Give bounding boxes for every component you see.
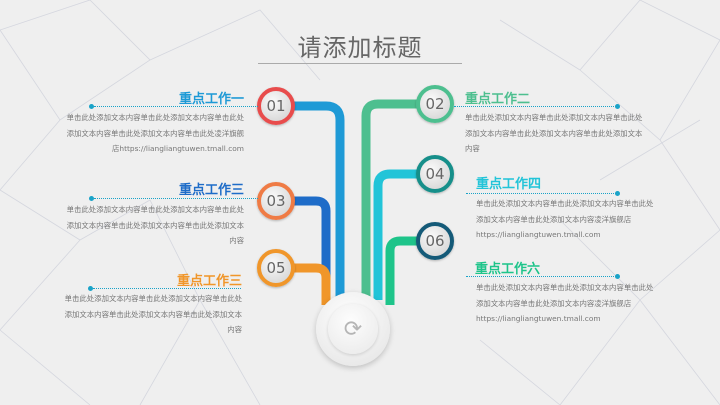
text-04-url: https://liangliangtuwen.tmall.com bbox=[476, 230, 601, 239]
dotted-line-06 bbox=[466, 276, 616, 277]
heading-02: 重点工作二 bbox=[465, 92, 531, 107]
center-hub: ⟳ bbox=[316, 292, 390, 366]
number-badge-02: 02 bbox=[416, 85, 454, 123]
pipe-04 bbox=[373, 169, 420, 300]
heading-06: 重点工作六 bbox=[475, 262, 541, 277]
heading-03: 重点工作三 bbox=[178, 183, 244, 198]
dot-01 bbox=[89, 104, 94, 109]
title-underline bbox=[258, 63, 462, 64]
text-04: 单击此处添加文本内容单击此处添加文本内容单击此处添加文本内容单击此处添加文本内容… bbox=[476, 196, 656, 243]
page-title: 请添加标题 bbox=[297, 34, 423, 62]
dotted-line-04 bbox=[466, 193, 616, 194]
text-05: 单击此处添加文本内容单击此处添加文本内容单击此处添加文本内容单击此处添加文本内容… bbox=[64, 294, 242, 334]
dotted-line-01 bbox=[94, 106, 258, 107]
dot-06 bbox=[615, 274, 620, 279]
number-badge-05: 05 bbox=[257, 249, 295, 287]
text-03: 单击此处添加文本内容单击此处添加文本内容单击此处添加文本内容单击此处添加文本内容… bbox=[66, 205, 244, 245]
heading-01: 重点工作一 bbox=[178, 92, 244, 107]
heading-04: 重点工作四 bbox=[476, 177, 542, 192]
dotted-line-05 bbox=[93, 288, 241, 289]
text-06-body: 单击此处添加文本内容单击此处添加文本内容单击此处添加文本内容单击此处添加文本内容… bbox=[476, 283, 654, 308]
dot-05 bbox=[88, 286, 93, 291]
pipe-02 bbox=[361, 99, 420, 305]
dotted-line-02 bbox=[454, 106, 616, 107]
text-02: 单击此处添加文本内容单击此处添加文本内容单击此处添加文本内容单击此处添加文本内容… bbox=[465, 113, 643, 153]
text-04-body: 单击此处添加文本内容单击此处添加文本内容单击此处添加文本内容单击此处添加文本内容… bbox=[476, 199, 654, 224]
pipe-01 bbox=[290, 101, 345, 310]
pipe-05 bbox=[290, 263, 331, 305]
dotted-line-03 bbox=[94, 198, 258, 199]
text-06-url: https://liangliangtuwen.tmall.com bbox=[476, 314, 601, 323]
text-01: 单击此处添加文本内容单击此处添加文本内容单击此处添加文本内容单击此处添加文本内容… bbox=[66, 113, 244, 153]
text-06: 单击此处添加文本内容单击此处添加文本内容单击此处添加文本内容单击此处添加文本内容… bbox=[476, 280, 656, 327]
pipe-03 bbox=[290, 196, 331, 300]
pipe-06 bbox=[385, 236, 420, 305]
number-badge-06: 06 bbox=[416, 222, 454, 260]
number-badge-04: 04 bbox=[416, 155, 454, 193]
number-badge-01: 01 bbox=[257, 87, 295, 125]
refresh-icon: ⟳ bbox=[328, 304, 378, 354]
dot-02 bbox=[615, 104, 620, 109]
heading-05: 重点工作三 bbox=[176, 274, 242, 289]
number-badge-03: 03 bbox=[257, 182, 295, 220]
dot-03 bbox=[89, 196, 94, 201]
dot-04 bbox=[615, 191, 620, 196]
